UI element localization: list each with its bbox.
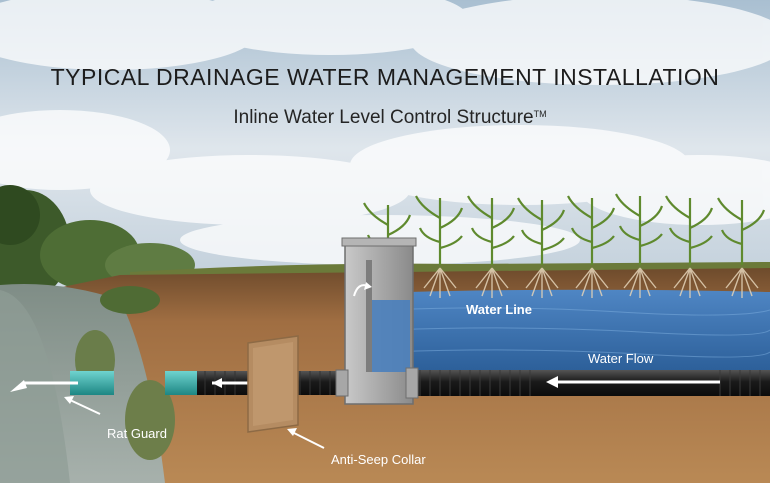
corn-roots	[423, 267, 759, 298]
stoplog-board	[366, 260, 372, 372]
rat-guard-label: Rat Guard	[107, 426, 167, 441]
corn-plants	[363, 193, 766, 265]
corn-plant	[615, 193, 664, 265]
inlet-pipe-ribs	[419, 370, 761, 396]
water-table	[375, 289, 770, 372]
ditch-water	[0, 290, 70, 483]
trademark-mark: TM	[533, 109, 547, 119]
control-structure	[335, 237, 419, 405]
corn-plant	[415, 195, 464, 265]
water-flow-label: Water Flow	[588, 351, 654, 366]
rat-guard-pipe	[165, 371, 197, 395]
anti-seep-collar-label: Anti-Seep Collar	[331, 452, 426, 467]
rat-guard-leader-head	[64, 396, 74, 404]
structure-inlet-coupler	[405, 367, 419, 399]
diagram-title: TYPICAL DRAINAGE WATER MANAGEMENT INSTAL…	[50, 64, 720, 90]
flow-arrowhead-discharge	[10, 380, 27, 392]
flow-arrowhead-outlet	[212, 378, 222, 388]
corn-plant	[467, 195, 516, 265]
collar-leader-head	[287, 428, 297, 436]
rat-guard-leader	[69, 399, 101, 415]
corn-plant	[567, 195, 616, 265]
diagram-subtitle: Inline Water Level Control StructureTM	[0, 107, 770, 129]
water-texture	[389, 307, 770, 358]
water-line-label: Water Line	[466, 302, 532, 317]
corn-plant	[517, 197, 566, 265]
clouds	[0, 0, 770, 265]
corn-plant	[717, 197, 766, 265]
flow-arrowhead-inlet	[546, 376, 558, 388]
collar-face	[253, 342, 293, 426]
structure-outlet-coupler	[335, 369, 349, 397]
stoplog-water-column	[372, 300, 410, 372]
collar-leader	[291, 431, 325, 449]
corn-plant	[665, 195, 714, 265]
subtitle-text: Inline Water Level Control Structure	[233, 107, 534, 128]
